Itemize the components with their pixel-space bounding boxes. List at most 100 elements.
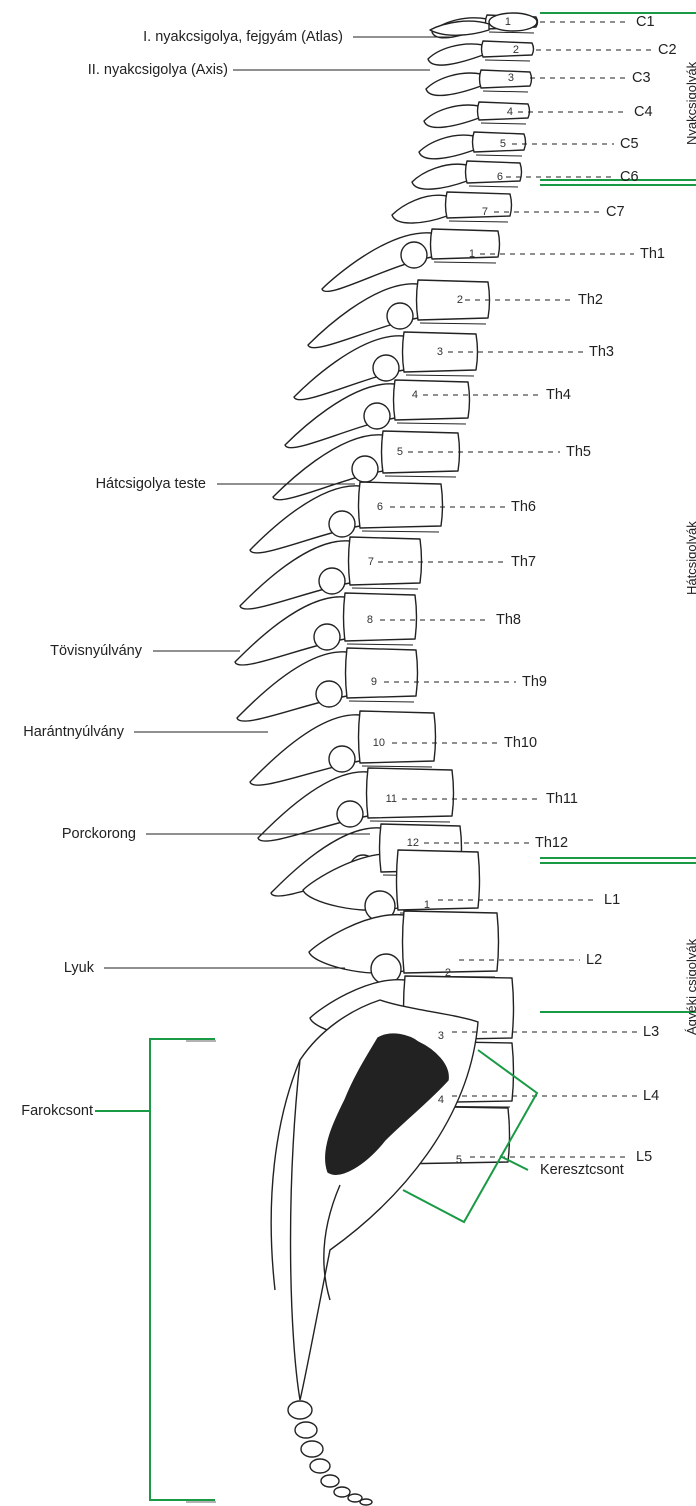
intervertebral-disc bbox=[485, 60, 530, 61]
spinous-process bbox=[392, 195, 447, 223]
vertebra-code: Th10 bbox=[504, 735, 537, 751]
vertebra-code: Th5 bbox=[566, 444, 591, 460]
atlas-ring bbox=[489, 13, 537, 31]
intervertebral-disc bbox=[420, 323, 486, 324]
articular-facet bbox=[337, 801, 363, 827]
vertebra-code: Th9 bbox=[522, 674, 547, 690]
articular-facet bbox=[401, 242, 427, 268]
vertebral-body bbox=[431, 229, 500, 259]
vertebra-number: 4 bbox=[412, 389, 418, 401]
vertebra-number: 1 bbox=[424, 899, 430, 911]
vertebra-number: 1 bbox=[505, 16, 511, 28]
vertebral-body bbox=[394, 380, 470, 420]
vertebral-body bbox=[344, 593, 417, 641]
vertebra-number: 1 bbox=[469, 248, 475, 260]
vertebra-number: 5 bbox=[397, 446, 403, 458]
coccyx-segment bbox=[310, 1459, 330, 1473]
vertebra-number: 2 bbox=[513, 44, 519, 56]
atlas-posterior-arch bbox=[430, 21, 489, 35]
vertebral-body bbox=[466, 161, 522, 183]
vertebral-body bbox=[446, 192, 512, 218]
coccyx-segment bbox=[360, 1499, 372, 1505]
articular-facet bbox=[387, 303, 413, 329]
intervertebral-disc bbox=[349, 701, 414, 702]
intervertebral-disc bbox=[483, 91, 528, 92]
articular-facet bbox=[373, 355, 399, 381]
vertebral-body bbox=[482, 41, 534, 57]
vertebra-code: C1 bbox=[636, 14, 655, 30]
intervertebral-disc bbox=[362, 766, 432, 767]
vertebra-code: C4 bbox=[634, 104, 653, 120]
vertebra-code: Th1 bbox=[640, 246, 665, 262]
vertebra-number: 3 bbox=[508, 72, 514, 84]
vertebra-number: 4 bbox=[438, 1094, 444, 1106]
spinous-process bbox=[419, 135, 474, 159]
vertebral-body bbox=[346, 648, 418, 698]
region-label-thoracic: Hátcsigolyák bbox=[684, 521, 696, 595]
spinous-process bbox=[428, 44, 483, 65]
vertebra-code: L4 bbox=[643, 1088, 659, 1104]
label-sacrum: Keresztcsont bbox=[540, 1162, 624, 1178]
spinous-process bbox=[412, 164, 467, 189]
vertebra-code: Th8 bbox=[496, 612, 521, 628]
coccyx-drawing bbox=[288, 1401, 372, 1505]
vertebra-code: Th7 bbox=[511, 554, 536, 570]
intervertebral-disc bbox=[476, 155, 522, 156]
vertebra-number: 3 bbox=[437, 346, 443, 358]
vertebral-body bbox=[403, 911, 499, 973]
label-transverse-process: Harántnyúlvány bbox=[23, 724, 124, 740]
vertebra-number: 2 bbox=[445, 967, 451, 979]
vertebra-code: C6 bbox=[620, 169, 639, 185]
articular-facet bbox=[329, 746, 355, 772]
label-disc: Porckorong bbox=[62, 826, 136, 842]
vertebral-body bbox=[359, 711, 436, 763]
vertebra-number: 6 bbox=[497, 171, 503, 183]
coccyx-segment bbox=[288, 1401, 312, 1419]
intervertebral-disc bbox=[406, 375, 474, 376]
articular-facet bbox=[319, 568, 345, 594]
vertebra-code: C3 bbox=[632, 70, 651, 86]
intervertebral-disc bbox=[469, 186, 518, 187]
vertebral-body bbox=[397, 850, 480, 910]
vertebra-code: Th4 bbox=[546, 387, 571, 403]
coccyx-segment bbox=[295, 1422, 317, 1438]
coccyx-bracket bbox=[150, 1039, 215, 1500]
vertebral-column-drawing bbox=[235, 13, 538, 1164]
intervertebral-disc bbox=[362, 531, 439, 532]
articular-facet bbox=[314, 624, 340, 650]
spinous-process bbox=[426, 73, 481, 95]
vertebra-code: L5 bbox=[636, 1149, 652, 1165]
vertebra-code: Th2 bbox=[578, 292, 603, 308]
vertebra-code: C7 bbox=[606, 204, 625, 220]
coccyx-segment bbox=[321, 1475, 339, 1487]
coccyx-segment bbox=[301, 1441, 323, 1457]
articular-facet bbox=[352, 456, 378, 482]
coccyx-segment bbox=[334, 1487, 350, 1497]
vertebra-number: 7 bbox=[482, 206, 488, 218]
vertebra-code: Th6 bbox=[511, 499, 536, 515]
label-coccyx: Farokcsont bbox=[21, 1103, 93, 1119]
vertebra-number: 2 bbox=[457, 294, 463, 306]
intervertebral-disc bbox=[489, 32, 534, 33]
articular-facet bbox=[316, 681, 342, 707]
label-foramen: Lyuk bbox=[64, 960, 94, 976]
region-label-lumbar: Ágyéki csigolyák bbox=[684, 939, 696, 1035]
vertebra-code: C5 bbox=[620, 136, 639, 152]
vertebra-number: 10 bbox=[373, 737, 385, 749]
vertebra-code: L3 bbox=[643, 1024, 659, 1040]
intervertebral-disc bbox=[370, 821, 450, 822]
vertebral-body bbox=[480, 70, 532, 88]
intervertebral-disc bbox=[347, 644, 413, 645]
vertebra-code: Th12 bbox=[535, 835, 568, 851]
intervertebral-disc bbox=[352, 588, 418, 589]
vertebra-number: 12 bbox=[407, 837, 419, 849]
vertebral-body bbox=[359, 482, 443, 528]
intervertebral-disc bbox=[449, 221, 508, 222]
vertebra-number: 9 bbox=[371, 676, 377, 688]
vertebral-body bbox=[349, 537, 422, 585]
label-vertebral-body: Hátcsigolya teste bbox=[96, 476, 206, 492]
vertebra-number: 3 bbox=[438, 1030, 444, 1042]
vertebra-number: 7 bbox=[368, 556, 374, 568]
vertebra-number: 4 bbox=[507, 106, 513, 118]
articular-facet bbox=[364, 403, 390, 429]
